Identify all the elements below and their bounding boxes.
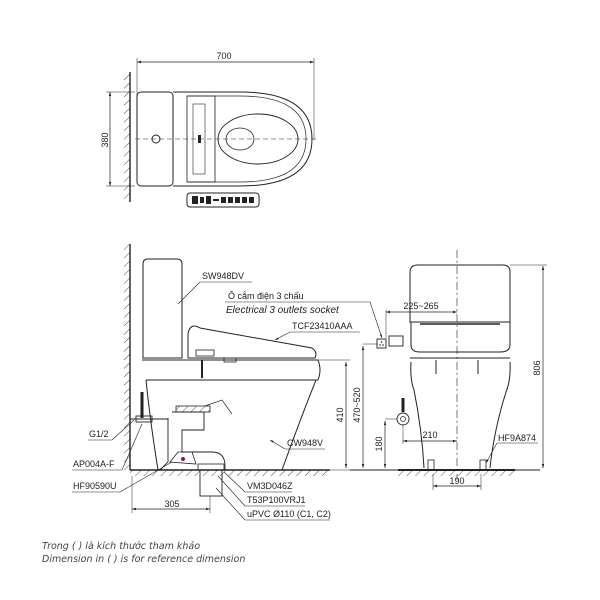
adapter-label: T53P100VRJ1	[247, 495, 306, 505]
seat-label: TCF23410AAA	[292, 321, 353, 331]
side-view: SW948DV Ô cắm điện 3 chấu Electrical 3 o…	[72, 244, 383, 521]
dim-width: 380	[100, 132, 110, 147]
dim-socket-offset: 225~265	[403, 301, 438, 311]
top-view: 700 380	[100, 51, 318, 208]
tank-label: SW948DV	[202, 271, 244, 281]
flange-accent-dot	[181, 457, 185, 461]
dim-water-offset: 210	[422, 430, 437, 440]
socket-label-vi: Ô cắm điện 3 chấu	[228, 291, 304, 301]
flange-label: HF90590U	[73, 481, 117, 491]
wall-hatch	[124, 72, 130, 202]
dim-water-height: 180	[374, 436, 384, 451]
remote-control	[186, 192, 260, 208]
dim-socket-height: 470~520	[352, 387, 362, 422]
dim-rough-in: 305	[164, 499, 179, 509]
reference-note: Trong ( ) là kích thước tham khảo Dimens…	[42, 540, 245, 566]
floor-hatch	[130, 470, 330, 476]
dim-bolt-spacing: 190	[449, 476, 464, 486]
valve-label: G1/2	[89, 429, 109, 439]
note-line-en: Dimension in ( ) is for reference dimens…	[42, 554, 246, 565]
dim-total-height: 806	[532, 360, 542, 375]
flange	[169, 451, 197, 465]
bowl-label: CW948V	[287, 438, 323, 448]
bolt-label: HF9A874	[498, 433, 536, 443]
pipe-label: uPVC Ø110 (C1, C2)	[247, 509, 331, 519]
socket-icon	[376, 338, 387, 349]
hose-label: AP004A-F	[73, 459, 115, 469]
wall-hatch	[124, 244, 130, 470]
dim-seat-height: 410	[335, 407, 345, 422]
gasket-label: VM3D046Z	[247, 481, 293, 491]
front-view: 225~265 806 180 210 190 HF9A874	[350, 250, 547, 490]
dim-length: 700	[216, 51, 231, 61]
note-line-vi: Trong ( ) là kích thước tham khảo	[42, 541, 201, 552]
socket-label-en: Electrical 3 outlets socket	[226, 305, 340, 316]
water-valve-front	[396, 412, 410, 426]
floor-hatch	[398, 470, 515, 476]
